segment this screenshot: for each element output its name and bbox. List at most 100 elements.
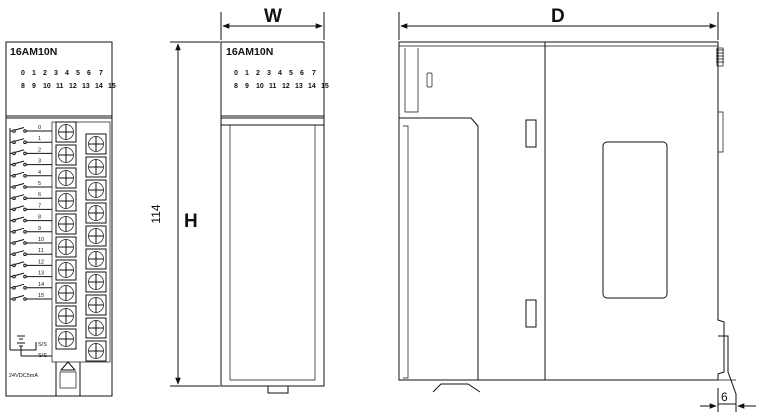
side-slot-bottom [525,299,537,328]
top-screw-icon [716,47,724,67]
bottom-foot [432,383,481,393]
terminal-screw-icon [55,144,77,166]
led-number: 14 [95,83,103,90]
terminal-cover-side [399,117,479,380]
input-switch-icon [10,283,52,290]
input-switch-icon [10,261,52,268]
input-switch-icon [10,272,52,279]
led-number: 10 [256,83,264,90]
channel-label: 8 [38,215,41,221]
terminal-screw-icon [55,236,77,258]
led-number: 5 [76,70,80,77]
channel-label: 10 [38,237,44,243]
input-switch-icon [10,194,52,200]
led-number: 11 [56,83,64,90]
channel-label: 14 [38,282,44,288]
led-number: 0 [21,70,25,77]
terminal-screw-icon [55,167,77,189]
terminal-screw-icon [55,328,77,350]
input-switch-icon [10,216,52,223]
width-label: W [264,6,282,27]
terminal-screw-icon [55,121,77,143]
depth-label: D [551,6,565,27]
cover-led-panel [220,41,325,117]
terminal-screw-icon [55,190,77,212]
cover-body-outline [220,41,325,387]
rail-depth-value: 6 [721,390,728,404]
input-switch-icon [10,160,52,167]
channel-label: 7 [38,203,41,209]
input-switch-icon [10,250,52,256]
cover-top-edge [221,117,324,126]
channel-label: 11 [38,248,44,254]
led-number: 1 [32,70,36,77]
led-number: 15 [321,83,329,90]
terminal-screw-icon [85,271,107,293]
terminal-cover [229,125,316,381]
terminal-screw-icon [85,225,107,247]
channel-label: 4 [38,170,41,176]
input-switch-icon [10,127,52,133]
terminal-block-outline [51,121,111,363]
cover-bottom-tab [267,386,289,394]
input-switch-icon [10,239,52,245]
terminal-screw-icon [85,179,107,201]
height-value: 114 [149,204,163,223]
side-view: D 6 [398,6,756,412]
led-number: 1 [245,70,249,77]
led-number: 3 [54,70,58,77]
channel-label: 5 [38,181,41,187]
led-number: 6 [87,70,91,77]
cover-model-label: 16AM10N [226,46,273,58]
terminal-screw-icon [85,156,107,178]
led-number: 9 [32,83,36,90]
led-number: 4 [65,70,69,77]
channel-label: 13 [38,271,44,277]
led-number: 4 [278,70,282,77]
led-number: 0 [234,70,238,77]
channel-label: 1 [38,136,41,142]
input-switch-icon [10,295,52,301]
terminal-screw-icon [85,248,107,270]
channel-label: 6 [38,192,41,198]
common-return [10,342,37,351]
channel-label: 12 [38,259,44,265]
height-label: H [184,211,198,232]
input-switch-icon [10,183,52,189]
channel-label: 0 [38,125,41,131]
terminal-screw-icon [55,213,77,235]
input-switch-icon [10,171,52,178]
right-clip [718,111,724,153]
led-number: 8 [21,83,25,90]
led-number: 14 [308,83,316,90]
supply-label: 24VDC5mA [9,373,38,379]
input-switch-icon [10,227,52,234]
terminal-screw-icon [55,305,77,327]
bottom-latch [55,362,81,397]
terminal-screw-icon [85,294,107,316]
led-number: 6 [300,70,304,77]
side-slot-top [525,119,537,148]
led-number: 13 [295,83,303,90]
channel-label: 3 [38,159,41,165]
top-clip [404,48,419,113]
channel-label: 9 [38,226,41,232]
terminal-screw-icon [85,340,107,362]
channel-label: 15 [38,293,44,299]
led-number: 10 [43,83,51,90]
input-switch-icon [10,205,52,212]
led-panel [5,41,113,117]
led-number: 7 [99,70,103,77]
terminal-screw-icon [85,202,107,224]
ss-label-1: S/S [38,342,47,348]
led-number: 3 [267,70,271,77]
terminal-screw-icon [85,317,107,339]
terminal-screw-icon [85,133,107,155]
ss-label-2: S/S [38,353,47,359]
input-switch-icon [10,138,52,144]
terminal-block [51,121,111,363]
